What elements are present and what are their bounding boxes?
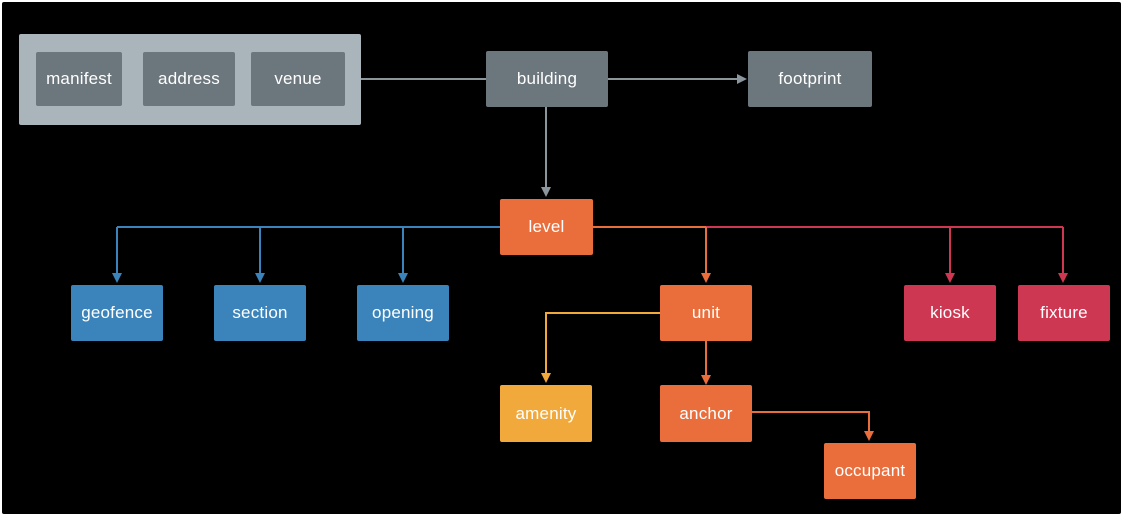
node-fixture: fixture	[1018, 285, 1110, 341]
node-footprint: footprint	[748, 51, 872, 107]
node-unit: unit	[660, 285, 752, 341]
node-building: building	[486, 51, 608, 107]
node-amenity: amenity	[500, 385, 592, 442]
node-manifest: manifest	[36, 52, 122, 106]
node-address: address	[143, 52, 235, 106]
edge-unit-amenity	[541, 312, 660, 383]
node-geofence: geofence	[71, 285, 163, 341]
node-level: level	[500, 199, 593, 255]
edge-anchor-occupant	[752, 411, 874, 441]
node-opening: opening	[357, 285, 449, 341]
node-venue: venue	[251, 52, 345, 106]
node-kiosk: kiosk	[904, 285, 996, 341]
node-anchor: anchor	[660, 385, 752, 442]
node-occupant: occupant	[824, 443, 916, 499]
node-section: section	[214, 285, 306, 341]
